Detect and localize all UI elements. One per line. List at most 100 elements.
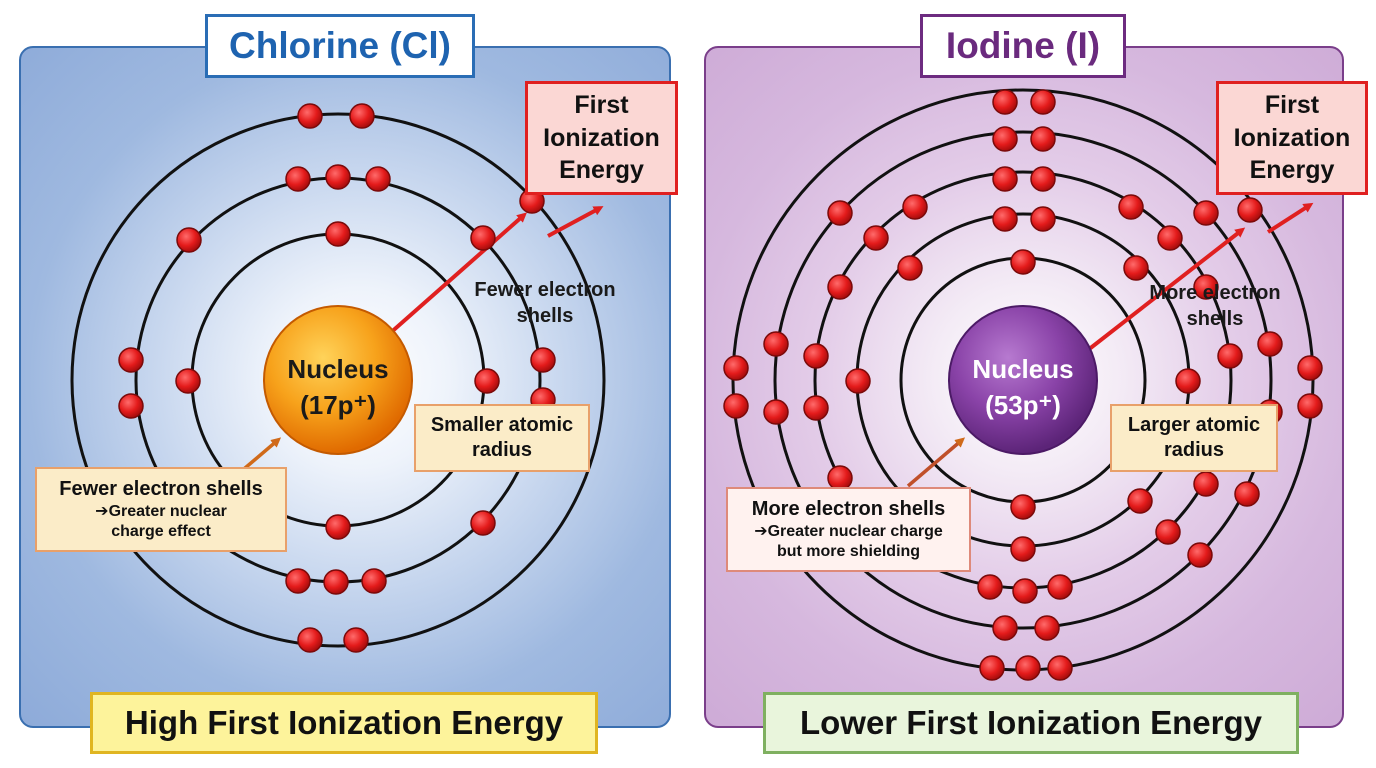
fie-line: Energy bbox=[1249, 156, 1335, 185]
electron bbox=[827, 274, 853, 300]
iodine-electrons bbox=[723, 89, 1323, 681]
electron bbox=[1297, 355, 1323, 381]
iodine-shell-4 bbox=[773, 130, 1273, 630]
fie-line: Energy bbox=[559, 156, 644, 185]
iodine-title: Iodine (I) bbox=[920, 14, 1126, 78]
iodine-nucleus-charge: (53p⁺) bbox=[985, 390, 1061, 420]
electron bbox=[285, 166, 311, 192]
chlorine-shells-label: Fewer electron shells bbox=[455, 277, 635, 329]
iodine-shells-label: More electron shells bbox=[1125, 280, 1305, 332]
electron bbox=[1015, 655, 1041, 681]
electron bbox=[1193, 200, 1219, 226]
electron bbox=[530, 347, 556, 373]
chlorine-electrons bbox=[118, 103, 556, 653]
electron bbox=[325, 514, 351, 540]
electron bbox=[1297, 393, 1323, 419]
electron bbox=[1118, 194, 1144, 220]
fie-line: First bbox=[574, 91, 629, 120]
electron bbox=[325, 164, 351, 190]
electron bbox=[343, 627, 369, 653]
electron bbox=[897, 255, 923, 281]
chlorine-radius-box: Smaller atomic radius bbox=[414, 404, 590, 472]
electron bbox=[1030, 166, 1056, 192]
electron bbox=[1175, 368, 1201, 394]
shells-label-line: shells bbox=[516, 305, 574, 327]
shells-label-line: shells bbox=[1186, 308, 1244, 330]
electron bbox=[323, 569, 349, 595]
iodine-shells-box: More electron shells ➔Greater nuclear ch… bbox=[726, 487, 971, 572]
shells-box-main: More electron shells bbox=[751, 498, 946, 520]
electron bbox=[365, 166, 391, 192]
shells-box-main: Fewer electron shells bbox=[59, 478, 263, 500]
electron bbox=[1193, 471, 1219, 497]
electron bbox=[1217, 343, 1243, 369]
iodine-summary-box: Lower First Ionization Energy bbox=[763, 692, 1299, 754]
electron bbox=[1157, 225, 1183, 251]
electron bbox=[1234, 481, 1260, 507]
radius-line: radius bbox=[1163, 439, 1225, 461]
electron bbox=[325, 221, 351, 247]
shells-box-sub: ➔Greater nuclear charge bbox=[754, 523, 943, 540]
chlorine-nucleus: Nucleus (17p⁺) bbox=[263, 305, 413, 455]
electron bbox=[1010, 536, 1036, 562]
electron bbox=[992, 89, 1018, 115]
chlorine-escape-arrow bbox=[547, 206, 604, 238]
electron bbox=[1030, 89, 1056, 115]
electron bbox=[803, 343, 829, 369]
electron bbox=[118, 347, 144, 373]
electron bbox=[297, 627, 323, 653]
electron bbox=[902, 194, 928, 220]
shells-box-sub: ➔Greater nuclear bbox=[95, 503, 227, 520]
electron bbox=[361, 568, 387, 594]
electron bbox=[979, 655, 1005, 681]
electron bbox=[992, 206, 1018, 232]
iodine-nucleus-label: Nucleus bbox=[972, 354, 1073, 384]
electron bbox=[474, 368, 500, 394]
electron bbox=[1155, 519, 1181, 545]
iodine-nucleus: Nucleus (53p⁺) bbox=[948, 305, 1098, 455]
electron bbox=[992, 615, 1018, 641]
fie-line: Ionization bbox=[1233, 123, 1351, 152]
fie-line: First bbox=[1264, 91, 1320, 120]
electron bbox=[1237, 197, 1263, 223]
electron bbox=[285, 568, 311, 594]
electron bbox=[297, 103, 323, 129]
electron bbox=[176, 227, 202, 253]
electron bbox=[1047, 574, 1073, 600]
electron bbox=[1010, 494, 1036, 520]
shells-label-line: Fewer electron bbox=[474, 279, 616, 301]
electron bbox=[977, 574, 1003, 600]
electron bbox=[863, 225, 889, 251]
radius-line: Larger atomic bbox=[1127, 414, 1261, 436]
iodine-radius-box: Larger atomic radius bbox=[1110, 404, 1278, 472]
electron bbox=[803, 395, 829, 421]
chlorine-first-ionization-energy-box: First Ionization Energy bbox=[525, 81, 678, 195]
electron bbox=[1193, 274, 1219, 300]
electron bbox=[1047, 655, 1073, 681]
electron bbox=[992, 126, 1018, 152]
electron bbox=[1012, 578, 1038, 604]
fie-line: Ionization bbox=[543, 123, 660, 152]
iodine-arrows bbox=[906, 202, 1314, 488]
electron bbox=[723, 355, 749, 381]
electron bbox=[1010, 249, 1036, 275]
radius-line: radius bbox=[471, 439, 533, 461]
electron bbox=[118, 393, 144, 419]
shells-box-sub: but more shielding bbox=[776, 543, 921, 560]
electron bbox=[470, 225, 496, 251]
iodine-nucleus-sphere bbox=[948, 305, 1098, 455]
radius-line: Smaller atomic bbox=[430, 414, 574, 436]
electron bbox=[1187, 542, 1213, 568]
electron bbox=[827, 200, 853, 226]
electron bbox=[470, 510, 496, 536]
electron bbox=[845, 368, 871, 394]
chlorine-shells-box: Fewer electron shells ➔Greater nuclear c… bbox=[35, 467, 287, 552]
electron bbox=[349, 103, 375, 129]
iodine-escape-arrow bbox=[1266, 202, 1314, 234]
electron bbox=[992, 166, 1018, 192]
chlorine-summary-box: High First Ionization Energy bbox=[90, 692, 598, 754]
electron bbox=[1030, 126, 1056, 152]
electron bbox=[1257, 331, 1283, 357]
electron bbox=[175, 368, 201, 394]
